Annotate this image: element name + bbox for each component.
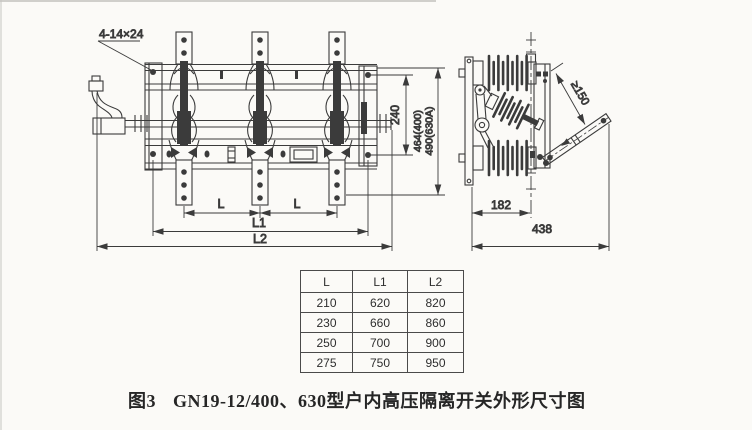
dim-label-l-right: L (294, 197, 301, 211)
side-frame-plate (458, 56, 474, 186)
table-row: 210 620 820 (300, 292, 464, 313)
lower-insulator (472, 139, 537, 177)
cell: 900 (407, 332, 464, 353)
figure-title: GN19-12/400、630型户内高压隔离开关外形尺寸图 (173, 391, 586, 411)
pole-1 (168, 31, 200, 206)
middle-insulator (484, 91, 545, 131)
operating-crank (88, 75, 126, 135)
table-row: 250 700 900 (300, 332, 464, 353)
table-row: 275 750 950 (300, 352, 464, 373)
table-row: 230 660 860 (300, 312, 464, 333)
scan-edge-left (0, 0, 2, 430)
scan-edge-top (0, 0, 437, 2)
arm-direction-arrow (561, 138, 571, 146)
dimension-table: L L1 L2 210 620 820 230 660 860 250 700 … (300, 270, 464, 373)
cell: 620 (352, 292, 408, 313)
table-header-l1: L1 (352, 270, 408, 293)
nameplate (289, 146, 318, 163)
dim-label-l1: L1 (252, 216, 266, 230)
dim-label-l2: L2 (253, 232, 267, 246)
cell: 950 (407, 352, 464, 373)
cell: 250 (300, 332, 353, 353)
figure-number: 图3 (128, 391, 156, 411)
dim-label-height-400: 464(400) (412, 110, 424, 152)
cell: 660 (352, 312, 408, 333)
front-view: 4-14×24 L L L1 L2 240 464(400) 490(630A) (88, 27, 445, 251)
cell: 210 (300, 292, 353, 313)
side-view: ≥150 182 438 (458, 32, 612, 251)
dim-label-438: 438 (532, 222, 552, 236)
pivot-linkage (474, 84, 494, 149)
figure-caption: 图3 GN19-12/400、630型户内高压隔离开关外形尺寸图 (128, 387, 628, 413)
table-header-l2: L2 (407, 270, 464, 293)
cell: 230 (300, 312, 353, 333)
dim-label-240: 240 (388, 105, 402, 125)
front-dimensions: 4-14×24 L L L1 L2 240 464(400) 490(630A) (96, 27, 445, 251)
cell: 700 (352, 332, 408, 353)
table-header-row: L L1 L2 (300, 270, 464, 293)
upper-insulator (472, 54, 537, 92)
dim-label-l-left: L (218, 197, 225, 211)
callout-mounting-holes: 4-14×24 (99, 27, 144, 41)
dim-label-min-150: ≥150 (568, 79, 591, 107)
dim-label-height-630: 490(630A) (424, 106, 436, 155)
operating-arm (541, 112, 612, 166)
pole-2 (244, 31, 276, 206)
cell: 275 (300, 352, 353, 373)
side-channel (530, 63, 551, 169)
table-header-l: L (300, 270, 353, 293)
cell: 860 (407, 312, 464, 333)
cell: 750 (352, 352, 408, 373)
dim-label-182: 182 (491, 198, 511, 212)
cell: 820 (407, 292, 464, 313)
pole-3 (321, 31, 353, 206)
